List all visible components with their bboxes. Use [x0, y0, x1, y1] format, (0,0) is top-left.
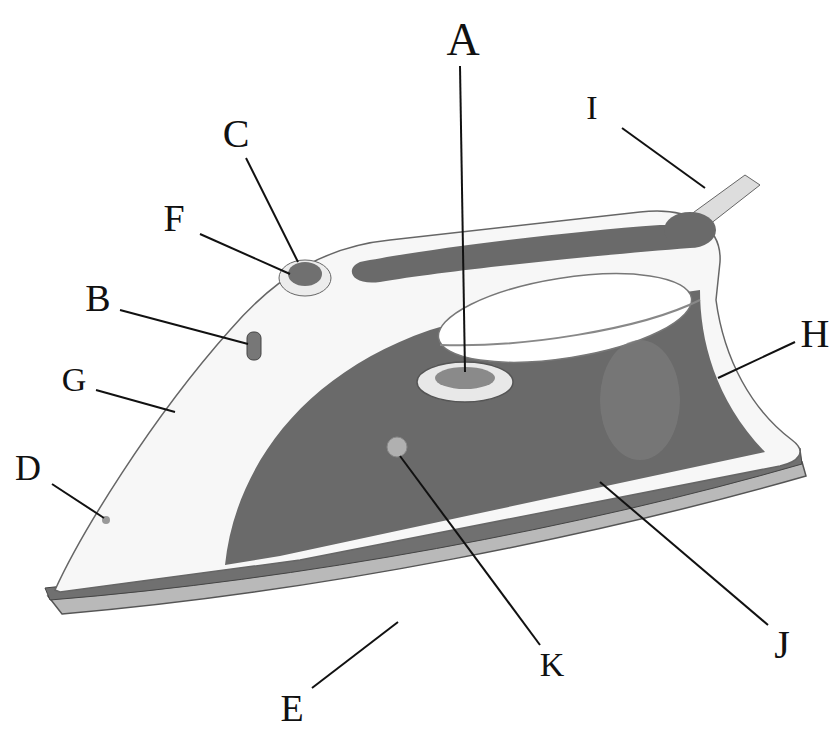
- spray-button: [288, 262, 322, 286]
- tank-highlight: [600, 340, 680, 460]
- side-button: [247, 332, 261, 360]
- indicator-light: [387, 437, 407, 457]
- part-letter: F: [163, 199, 184, 237]
- part-letter: D: [15, 450, 41, 486]
- handle-edge: [440, 300, 700, 345]
- part-letter: B: [85, 279, 110, 317]
- part-letter: H: [801, 314, 830, 354]
- part-letter: I: [586, 91, 597, 125]
- cord-guard: [664, 212, 716, 248]
- iron-body: [55, 211, 800, 592]
- button-housing: [279, 260, 331, 296]
- part-letter: K: [540, 648, 565, 682]
- part-letter: G: [62, 363, 87, 397]
- part-letter: E: [280, 689, 303, 727]
- handle-stripe: [352, 225, 694, 283]
- part-letter: C: [223, 114, 250, 154]
- part-letter: A: [446, 17, 479, 63]
- leader-lines: [52, 66, 795, 688]
- part-letter: J: [774, 625, 790, 665]
